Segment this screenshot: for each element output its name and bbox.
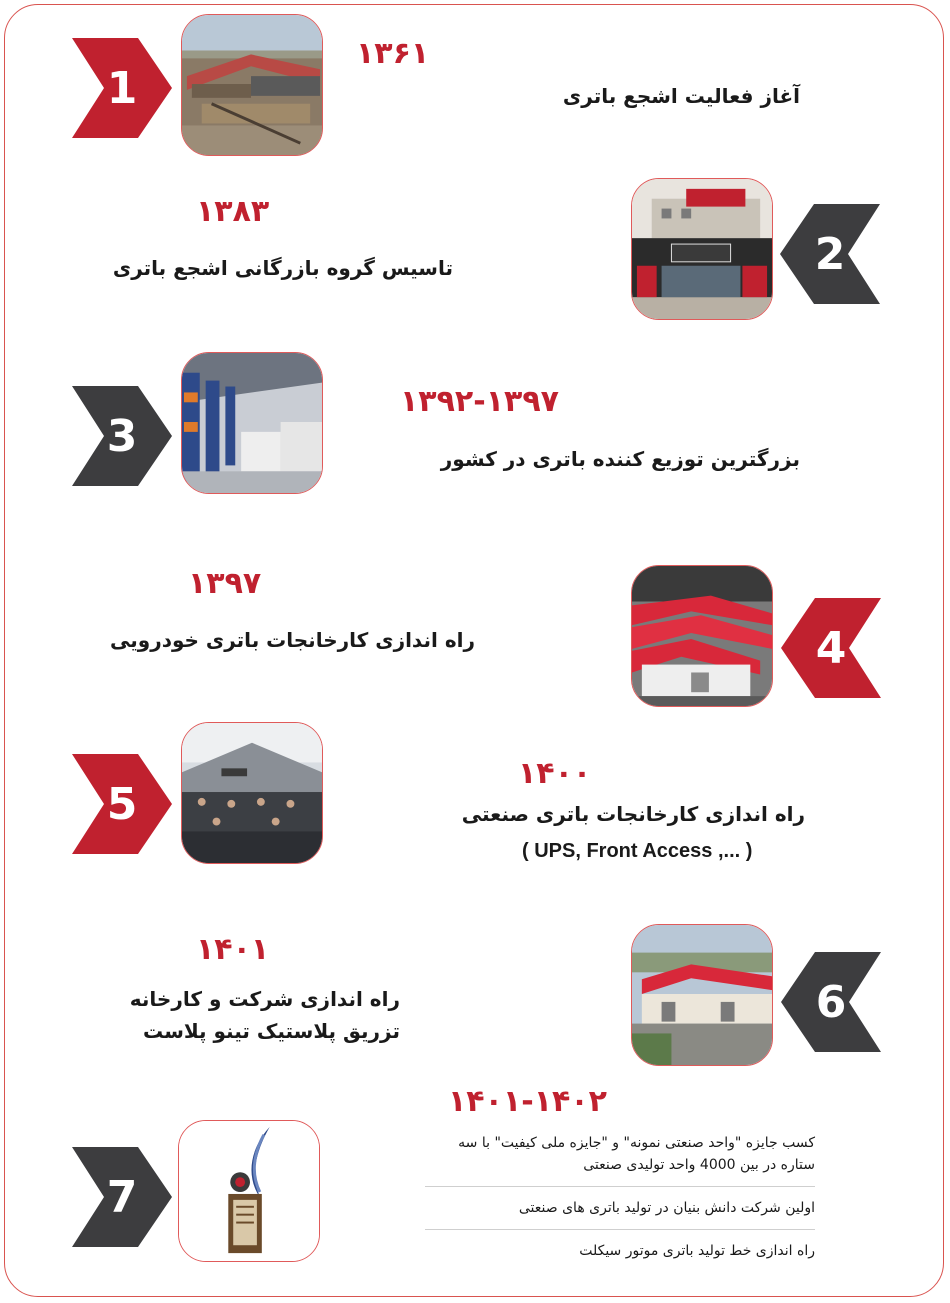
storefront-image — [631, 178, 773, 320]
milestone-4-title: راه اندازی کارخانجات باتری خودرویی — [110, 628, 475, 652]
milestone-5-subtitle: ( UPS, Front Access ,... ) — [522, 840, 753, 862]
milestone-6-title-line2: تزریق پلاستیک تینو پلاست — [143, 1019, 400, 1043]
plastic-factory-image — [631, 924, 773, 1066]
achievement-1: کسب جایزه "واحد صنعتی نمونه" و "جایزه مل… — [458, 1135, 815, 1173]
achievement-2: اولین شرکت دانش بنیان در تولید باتری های… — [518, 1200, 815, 1216]
milestone-6-badge: 6 — [781, 952, 881, 1052]
achievement-3: راه اندازی خط تولید باتری موتور سیکلت — [579, 1243, 815, 1259]
milestone-2-badge: 2 — [780, 204, 880, 304]
milestone-2-title: تاسیس گروه بازرگانی اشجع باتری — [112, 256, 453, 280]
milestone-3-year: ۱۳۹۲-۱۳۹۷ — [400, 384, 559, 419]
milestone-5-badge: 5 — [72, 754, 172, 854]
milestone-3-number: 3 — [106, 410, 138, 462]
milestone-5-number: 5 — [106, 778, 138, 830]
milestone-1-year: ۱۳۶۱ — [356, 36, 430, 71]
divider — [425, 1186, 815, 1187]
milestone-3-badge: 3 — [72, 386, 172, 486]
milestone-5-year: ۱۴۰۰ — [518, 756, 592, 791]
milestone-7-year: ۱۴۰۱-۱۴۰۲ — [448, 1084, 607, 1119]
milestone-7-number: 7 — [106, 1171, 138, 1223]
milestone-1-title: آغاز فعالیت اشجع باتری — [562, 84, 800, 108]
milestone-2-year: ۱۳۸۳ — [196, 194, 270, 229]
milestone-4-badge: 4 — [781, 598, 881, 698]
milestone-6-number: 6 — [815, 976, 847, 1028]
page-frame — [4, 4, 944, 1297]
milestone-5-title: راه اندازی کارخانجات باتری صنعتی — [461, 802, 805, 826]
divider — [425, 1229, 815, 1230]
factory-buildings-image — [631, 565, 773, 707]
milestone-3-title: بزرگترین توزیع کننده باتری در کشور — [440, 447, 800, 471]
factory-aerial-image — [181, 14, 323, 156]
milestone-1-badge: 1 — [72, 38, 172, 138]
award-trophy-image — [178, 1120, 320, 1262]
staff-group-image — [181, 722, 323, 864]
milestone-2-number: 2 — [814, 228, 846, 280]
milestone-6-year: ۱۴۰۱ — [196, 932, 270, 967]
milestone-4-year: ۱۳۹۷ — [188, 566, 262, 601]
milestone-7-badge: 7 — [72, 1147, 172, 1247]
achievements-list: کسب جایزه "واحد صنعتی نمونه" و "جایزه مل… — [425, 1128, 815, 1270]
milestone-1-number: 1 — [106, 62, 138, 114]
milestone-4-number: 4 — [815, 622, 847, 674]
milestone-6-title-line1: راه اندازی شرکت و کارخانه — [129, 987, 400, 1011]
warehouse-image — [181, 352, 323, 494]
